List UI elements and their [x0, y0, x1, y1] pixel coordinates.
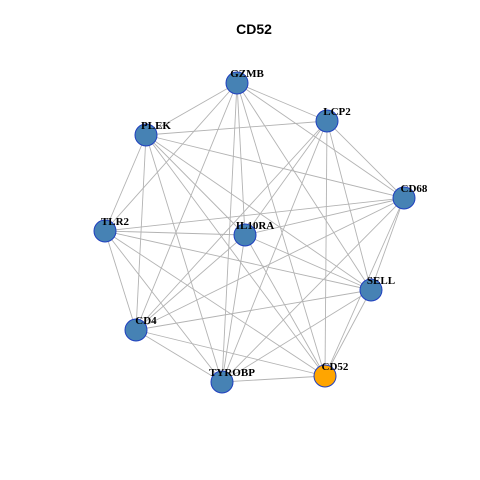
edge-plek-il10ra: [145, 134, 246, 236]
edge-cd68-sell: [370, 197, 405, 291]
edges-layer: [104, 82, 405, 383]
edge-tlr2-sell: [104, 230, 372, 291]
edge-il10ra-tyrobp: [221, 234, 246, 383]
node-label-gzmb: GZMB: [230, 68, 264, 80]
edge-cd4-tyrobp: [135, 329, 223, 383]
node-cd52: CD52: [313, 361, 349, 388]
graph-title: CD52: [236, 21, 272, 37]
node-lcp2: LCP2: [315, 106, 351, 133]
edge-sell-cd4: [135, 289, 372, 331]
node-circle-cd68: [392, 186, 416, 210]
node-label-cd4: CD4: [135, 315, 157, 327]
edge-plek-cd68: [145, 134, 405, 199]
node-label-lcp2: LCP2: [323, 106, 351, 118]
node-circle-gzmb: [225, 71, 249, 95]
node-cd68: CD68: [392, 183, 428, 210]
node-circle-cd4: [124, 318, 148, 342]
edge-cd68-tyrobp: [221, 197, 405, 383]
edge-tlr2-il10ra: [104, 230, 246, 236]
node-sell: SELL: [359, 275, 395, 302]
edge-il10ra-sell: [244, 234, 372, 291]
edge-cd4-cd52: [135, 329, 326, 377]
edge-tlr2-cd52: [104, 230, 326, 377]
edge-il10ra-cd4: [135, 234, 246, 331]
node-label-tlr2: TLR2: [101, 216, 130, 228]
edge-sell-cd52: [324, 289, 372, 377]
edge-tyrobp-cd52: [221, 375, 326, 383]
node-cd4: CD4: [124, 315, 157, 342]
node-tlr2: TLR2: [93, 216, 130, 243]
edge-lcp2-cd4: [135, 120, 328, 331]
edge-lcp2-cd52: [324, 120, 328, 377]
edge-gzmb-plek: [145, 82, 238, 136]
edge-gzmb-tlr2: [104, 82, 238, 232]
edge-gzmb-lcp2: [236, 82, 328, 122]
edge-cd68-il10ra: [244, 197, 405, 236]
node-label-cd68: CD68: [401, 183, 428, 195]
edge-plek-cd4: [135, 134, 147, 331]
node-circle-tlr2: [93, 219, 117, 243]
edge-il10ra-cd52: [244, 234, 326, 377]
edge-cd68-cd4: [135, 197, 405, 331]
edge-gzmb-sell: [236, 82, 372, 291]
edge-gzmb-tyrobp: [221, 82, 238, 383]
edge-gzmb-cd68: [236, 82, 405, 199]
edge-lcp2-il10ra: [244, 120, 328, 236]
edge-lcp2-plek: [145, 120, 328, 136]
node-il10ra: IL10RA: [233, 220, 275, 247]
edge-lcp2-sell: [326, 120, 372, 291]
node-circle-cd52: [313, 364, 337, 388]
node-plek: PLEK: [134, 120, 171, 147]
edge-plek-sell: [145, 134, 372, 291]
edge-gzmb-il10ra: [236, 82, 246, 236]
node-label-cd52: CD52: [322, 361, 349, 373]
node-gzmb: GZMB: [225, 68, 264, 95]
node-circle-tyrobp: [210, 370, 234, 394]
edge-lcp2-tyrobp: [221, 120, 328, 383]
node-label-tyrobp: TYROBP: [209, 367, 255, 379]
node-circle-plek: [134, 123, 158, 147]
edge-lcp2-cd68: [326, 120, 405, 199]
edge-plek-tlr2: [104, 134, 147, 232]
node-circle-sell: [359, 278, 383, 302]
edge-sell-tyrobp: [221, 289, 372, 383]
node-tyrobp: TYROBP: [209, 367, 255, 394]
edge-tlr2-cd4: [104, 230, 137, 331]
node-label-sell: SELL: [367, 275, 395, 287]
node-label-il10ra: IL10RA: [236, 220, 275, 232]
edge-plek-cd52: [145, 134, 326, 377]
node-label-plek: PLEK: [141, 120, 171, 132]
node-circle-lcp2: [315, 109, 339, 133]
node-circle-il10ra: [233, 223, 257, 247]
edge-plek-tyrobp: [145, 134, 223, 383]
edge-cd68-tlr2: [104, 197, 405, 232]
edge-gzmb-cd4: [135, 82, 238, 331]
